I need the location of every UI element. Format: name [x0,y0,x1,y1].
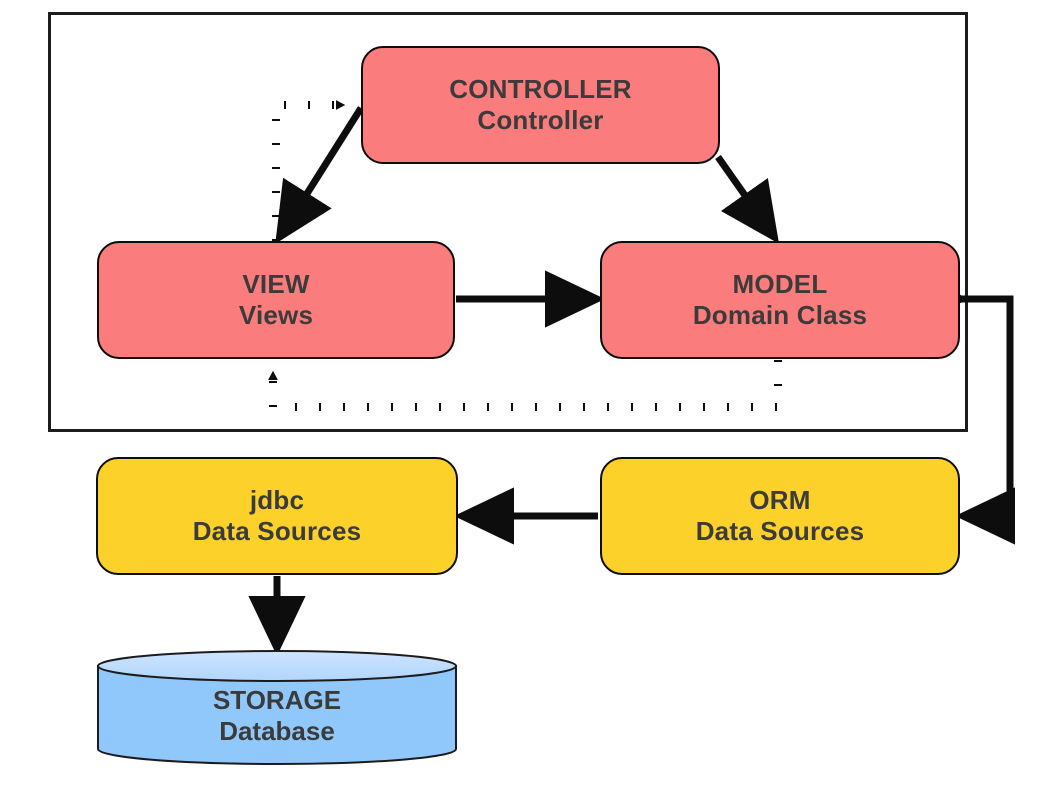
node-view-title: VIEW [242,269,310,300]
node-jdbc-subtitle: Data Sources [192,516,362,546]
node-storage-label: STORAGE Database [96,650,458,765]
node-view-subtitle: Views [238,300,314,330]
node-jdbc-title: jdbc [249,485,305,516]
node-storage-subtitle: Database [219,715,335,746]
node-controller-subtitle: Controller [477,105,604,135]
node-storage-title: STORAGE [212,684,342,715]
mvc-boundary-frame [48,12,968,432]
node-controller[interactable]: CONTROLLER Controller [361,46,720,164]
node-jdbc[interactable]: jdbc Data Sources [96,457,458,575]
node-model-subtitle: Domain Class [692,300,868,330]
node-controller-title: CONTROLLER [449,74,632,105]
node-model[interactable]: MODEL Domain Class [600,241,960,359]
node-orm-subtitle: Data Sources [695,516,865,546]
node-model-title: MODEL [732,269,828,300]
cylinder-shape [97,650,457,765]
node-storage[interactable]: STORAGE Database [96,650,458,765]
node-view[interactable]: VIEW Views [97,241,455,359]
node-orm-title: ORM [749,485,811,516]
edge-model-to-orm [908,270,1016,545]
node-orm[interactable]: ORM Data Sources [600,457,960,575]
